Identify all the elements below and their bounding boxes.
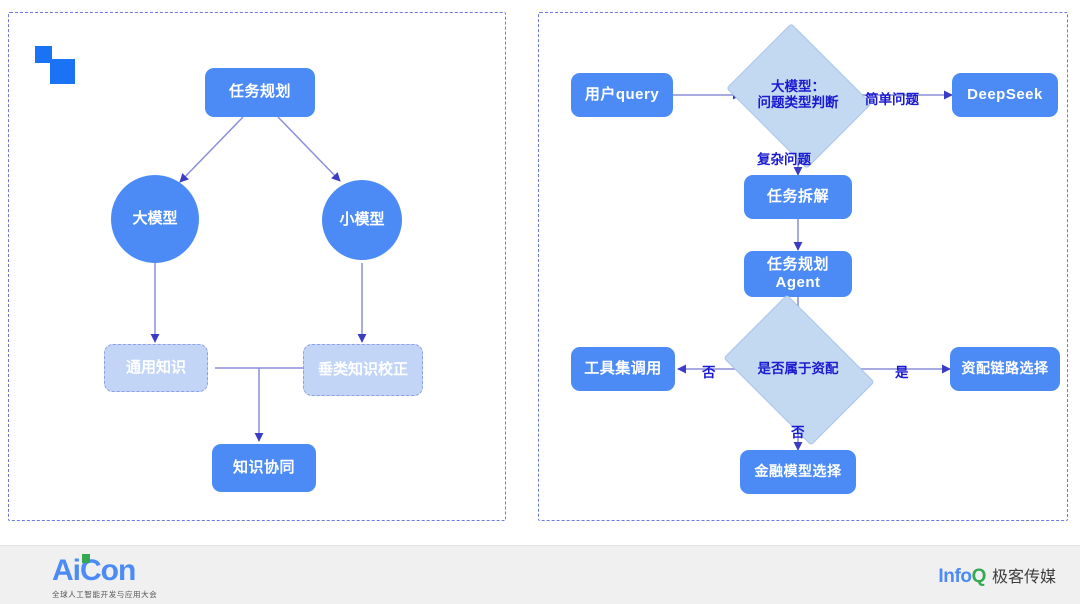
node-task-planning-agent[interactable]: 任务规划 Agent <box>744 251 852 297</box>
node-vertical-knowledge-correction[interactable]: 垂类知识校正 <box>303 344 423 396</box>
footer-bar <box>0 545 1080 604</box>
edge-label-simple-question: 简单问题 <box>865 92 919 107</box>
right-diagram-panel <box>538 12 1068 521</box>
node-knowledge-collaboration[interactable]: 知识协同 <box>212 444 316 492</box>
node-model-question-type-line1: 大模型： <box>771 78 825 94</box>
node-knowledge-collaboration-label: 知识协同 <box>232 458 295 476</box>
infoq-q-text: Q <box>971 566 987 587</box>
node-task-decomposition-label: 任务拆解 <box>766 187 829 205</box>
node-toolset-invocation-label: 工具集调用 <box>584 359 662 377</box>
node-user-query-label: 用户query <box>584 85 660 103</box>
node-deepseek[interactable]: DeepSeek <box>952 73 1058 117</box>
node-is-asset-allocation-diamond[interactable]: 是否属于资配 <box>723 294 875 446</box>
node-task-planning[interactable]: 任务规划 <box>205 68 315 117</box>
node-small-model[interactable]: 小模型 <box>322 180 402 260</box>
node-user-query[interactable]: 用户query <box>571 73 673 117</box>
node-task-planning-agent-line2: Agent <box>775 274 821 291</box>
node-task-decomposition[interactable]: 任务拆解 <box>744 175 852 219</box>
node-model-question-type-diamond[interactable]: 大模型： 问题类型判断 <box>726 23 872 169</box>
blue-square-large-icon <box>50 59 75 84</box>
node-general-knowledge[interactable]: 通用知识 <box>104 344 208 392</box>
edge-label-no-down: 否 <box>791 425 805 440</box>
node-task-planning-label: 任务规划 <box>228 83 291 101</box>
node-task-planning-agent-line1: 任务规划 <box>766 255 829 273</box>
edge-label-yes-right: 是 <box>895 365 909 380</box>
aicon-green-dot-icon <box>82 554 90 563</box>
node-large-model[interactable]: 大模型 <box>111 175 199 263</box>
left-diagram-panel <box>8 12 506 521</box>
node-asset-chain-selection[interactable]: 资配链路选择 <box>950 347 1060 391</box>
node-toolset-invocation[interactable]: 工具集调用 <box>571 347 675 391</box>
node-deepseek-label: DeepSeek <box>967 85 1043 103</box>
infoq-logo: InfoQ 极客传媒 <box>938 563 1056 588</box>
aicon-wordmark: AiCon <box>52 554 157 587</box>
node-financial-model-selection[interactable]: 金融模型选择 <box>740 450 856 494</box>
node-vertical-knowledge-correction-label: 垂类知识校正 <box>317 360 408 378</box>
node-large-model-label: 大模型 <box>132 209 178 227</box>
aicon-tagline: 全球人工智能开发与应用大会 <box>52 590 158 599</box>
infoq-info-text: Info <box>938 566 972 587</box>
infoq-cn-text: 极客传媒 <box>991 567 1056 586</box>
edge-label-no-left: 否 <box>702 365 716 380</box>
node-financial-model-selection-label: 金融模型选择 <box>754 463 842 480</box>
node-is-asset-allocation-label: 是否属于资配 <box>757 360 839 376</box>
node-general-knowledge-label: 通用知识 <box>125 358 186 376</box>
aicon-wordmark-text: AiCon <box>52 554 136 587</box>
blue-square-small-icon <box>35 46 52 63</box>
node-model-question-type-line2: 问题类型判断 <box>757 95 839 110</box>
footer-divider <box>0 545 1080 546</box>
infoq-wordmark: InfoQ <box>938 566 986 588</box>
node-model-question-type-label: 大模型： 问题类型判断 <box>758 79 839 112</box>
edge-label-complex-question: 复杂问题 <box>757 152 811 167</box>
aicon-logo: AiCon 全球人工智能开发与应用大会 <box>52 554 158 600</box>
node-asset-chain-selection-label: 资配链路选择 <box>961 360 1049 377</box>
node-small-model-label: 小模型 <box>339 210 385 228</box>
